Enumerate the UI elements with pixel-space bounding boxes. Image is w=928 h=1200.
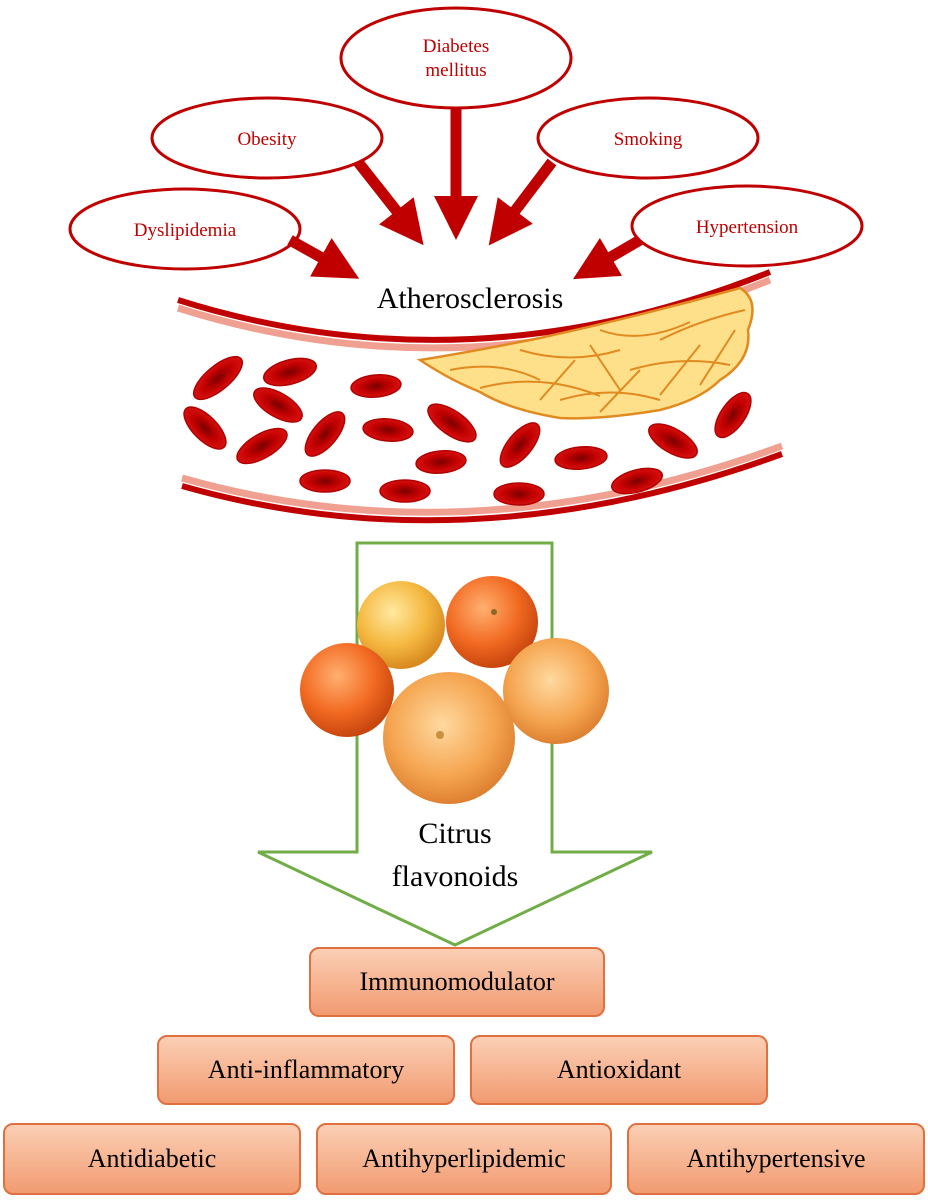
red-blood-cells <box>183 355 752 506</box>
risk-factor-dyslipidemia: Dyslipidemia <box>68 187 302 271</box>
risk-factor-diabetes-line1: Diabetes <box>423 36 489 57</box>
arrow-hypertension <box>572 235 643 280</box>
plaque-icon <box>416 286 754 420</box>
effect-label: Antihypertensive <box>686 1144 865 1173</box>
risk-factor-dyslipidemia-label: Dyslipidemia <box>134 220 237 241</box>
risk-factor-hypertension: Hypertension <box>630 184 864 268</box>
effect-box-antihyperlipidemic: Antihyperlipidemic <box>316 1123 612 1195</box>
citrus-fruit-icon <box>300 576 609 804</box>
effect-box-antihypertensive: Antihypertensive <box>627 1123 925 1195</box>
effect-box-antioxidant: Antioxidant <box>470 1035 768 1105</box>
risk-factor-obesity: Obesity <box>150 96 384 180</box>
risk-factor-smoking-label: Smoking <box>614 129 683 150</box>
effect-label: Antihyperlipidemic <box>362 1144 566 1173</box>
disease-label: Atherosclerosis <box>377 282 564 315</box>
intervention-label-line2: flavonoids <box>392 860 519 893</box>
effect-box-anti-inflammatory: Anti-inflammatory <box>157 1035 455 1105</box>
effect-label: Immunomodulator <box>360 967 555 996</box>
risk-arrows <box>287 108 643 280</box>
arrow-obesity <box>353 158 424 246</box>
effect-label: Antioxidant <box>557 1055 682 1084</box>
risk-factor-smoking: Smoking <box>536 96 760 180</box>
effect-label: Anti-inflammatory <box>208 1055 404 1084</box>
risk-factor-diabetes-line2: mellitus <box>425 60 486 81</box>
arrow-dyslipidemia <box>287 235 360 279</box>
arrow-smoking <box>488 158 557 246</box>
risk-factor-obesity-label: Obesity <box>237 129 297 150</box>
effect-box-immunomodulator: Immunomodulator <box>309 947 605 1017</box>
effect-label: Antidiabetic <box>88 1144 217 1173</box>
effect-box-antidiabetic: Antidiabetic <box>3 1123 301 1195</box>
intervention-label-line1: Citrus <box>418 817 491 850</box>
risk-factor-hypertension-label: Hypertension <box>696 217 799 238</box>
red-blood-cell-icon <box>183 355 752 506</box>
risk-factor-diabetes: Diabetes mellitus <box>339 6 573 110</box>
